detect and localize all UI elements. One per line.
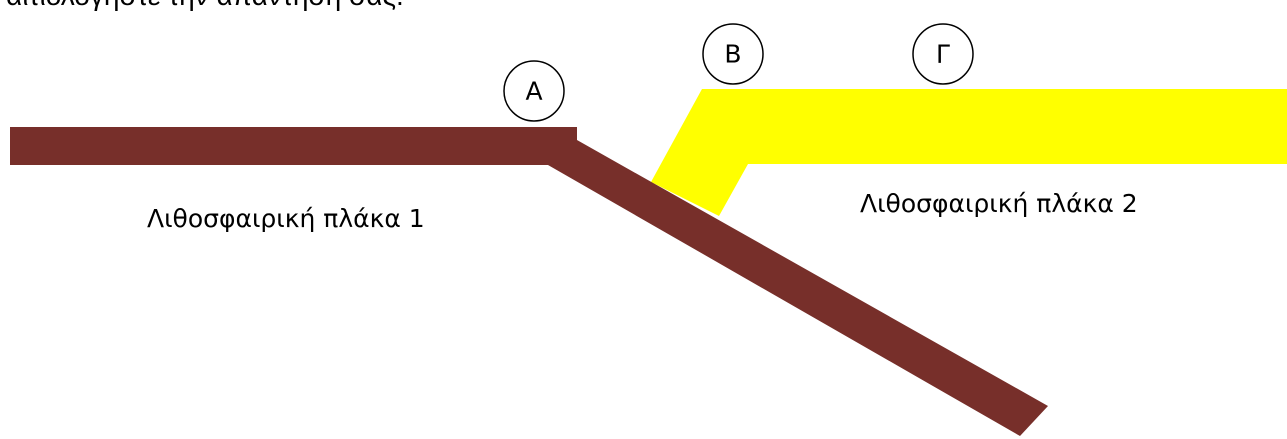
marker-a: Α: [503, 60, 565, 122]
marker-b-label: Β: [724, 40, 741, 69]
marker-c-label: Γ: [936, 40, 950, 69]
instruction-text: αιτιολογήστε την απάντησή σας.: [6, 0, 404, 14]
plate-2-label: Λιθοσφαιρική πλάκα 2: [860, 189, 1138, 218]
plate-1-shape: [10, 127, 1048, 436]
marker-a-label: Α: [525, 77, 542, 106]
marker-c: Γ: [912, 23, 974, 85]
plate-1-label: Λιθοσφαιρική πλάκα 1: [147, 204, 425, 233]
marker-b: Β: [702, 23, 764, 85]
plate-2-shape: [651, 89, 1287, 216]
